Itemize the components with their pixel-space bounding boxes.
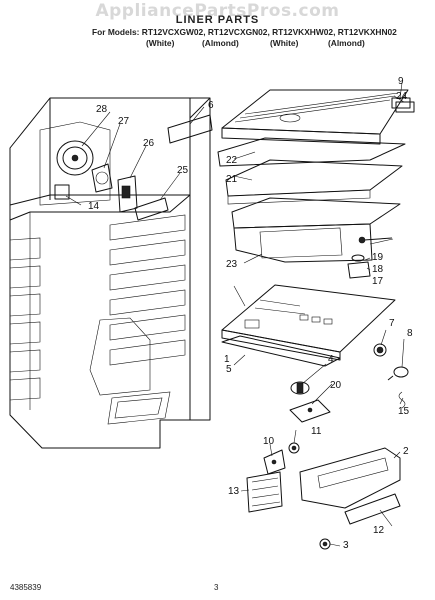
callout-26: 26 [143,138,155,149]
footer-part-number: 4385839 [10,583,42,592]
callout-23: 23 [226,259,238,270]
leader-lines [65,82,405,547]
callout-4: 4 [328,354,334,365]
retainer [288,442,300,454]
crisper-cover [221,89,409,145]
callout-labels: 1 2 3 4 5 6 7 8 9 10 11 12 13 14 15 17 1… [88,76,413,551]
filter-pad [246,471,283,513]
fan-grille [54,184,70,200]
light-socket [373,343,387,357]
color-label-1: (White) [146,38,175,48]
callout-20: 20 [330,380,342,391]
liner-cabinet [9,97,211,449]
watermark: AppliancePartsPros.com [95,1,340,21]
crisper-drawer [231,197,401,263]
light-bulb [387,366,409,381]
callout-7: 7 [389,318,395,329]
callout-18: 18 [372,264,384,275]
callout-19: 19 [372,252,384,263]
motor-bracket [117,175,138,213]
glass-shelf [217,137,406,167]
callout-14: 14 [88,201,100,212]
callout-17: 17 [372,276,384,287]
air-channel [167,114,213,144]
shelf-frame [225,159,403,197]
callout-12: 12 [373,525,385,536]
callout-9: 9 [398,76,404,87]
thermostat-knob [290,381,310,395]
small-hardware [347,236,393,279]
callout-5: 5 [226,364,232,375]
fan-motor [91,163,113,193]
thermostat [289,399,331,423]
nameplate [344,493,401,525]
color-label-4: (Almond) [328,38,365,48]
color-label-2: (Almond) [202,38,239,48]
callout-1: 1 [224,354,230,365]
callout-24: 24 [396,91,408,102]
callout-2: 2 [403,446,409,457]
callout-21: 21 [226,174,238,185]
callout-13: 13 [228,486,240,497]
models-line: For Models: RT12VCXGW02, RT12VCXGN02, RT… [92,27,397,37]
callout-22: 22 [226,155,238,166]
bottom-plate [221,335,341,367]
control-panel [299,447,401,509]
callout-3: 3 [343,540,349,551]
callout-27: 27 [118,116,130,127]
callout-15: 15 [398,406,410,417]
fan-blade [56,140,94,176]
control-knob [319,538,331,550]
callout-28: 28 [96,104,108,115]
color-label-3: (White) [270,38,299,48]
diagram-title: LINER PARTS [175,14,260,26]
callout-10: 10 [263,436,275,447]
callout-8: 8 [407,328,413,339]
control-housing [221,284,396,361]
callout-11: 11 [311,426,322,437]
callout-6: 6 [208,100,214,111]
footer-page-number: 3 [214,583,219,592]
shelf-clips [391,97,415,113]
mounting-bracket [134,197,169,221]
switch [263,449,286,475]
callout-25: 25 [177,165,189,176]
